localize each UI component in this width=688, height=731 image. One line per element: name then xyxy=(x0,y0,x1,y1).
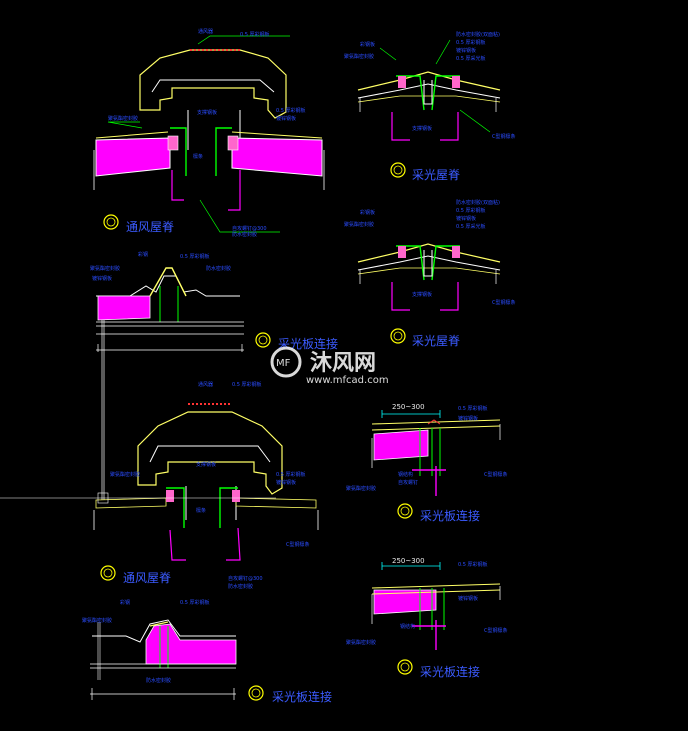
svg-text:0.5 厚彩钢板: 0.5 厚彩钢板 xyxy=(276,471,306,478)
svg-text:镀锌钢板: 镀锌钢板 xyxy=(458,415,478,422)
svg-text:镀锌钢板: 镀锌钢板 xyxy=(456,215,476,222)
detail-label: 采光板连接 xyxy=(278,336,338,351)
svg-text:聚氨酯密封胶: 聚氨酯密封胶 xyxy=(90,265,120,272)
svg-text:镀锌钢板: 镀锌钢板 xyxy=(456,47,476,54)
svg-text:檩条: 檩条 xyxy=(196,507,206,514)
detail-label: 通风屋脊 xyxy=(126,220,174,234)
watermark-name: 沐风网 xyxy=(310,351,376,376)
detail-label: 采光板连接 xyxy=(420,664,480,679)
svg-text:支撑钢板: 支撑钢板 xyxy=(412,291,432,298)
detail-label: 通风屋脊 xyxy=(123,571,171,585)
vent-ridge-detail-bottom: 通风器 0.5 厚彩钢板 聚氨酯密封胶 支撑钢板 0.5 厚彩钢板 镀锌钢板 檩… xyxy=(0,381,319,590)
svg-text:0.5 厚彩钢板: 0.5 厚彩钢板 xyxy=(180,599,210,606)
svg-text:防水密封胶: 防水密封胶 xyxy=(232,231,257,238)
svg-text:C型钢檩条: C型钢檩条 xyxy=(484,627,508,634)
svg-text:C型钢檩条: C型钢檩条 xyxy=(492,133,516,140)
svg-text:0.5 厚彩钢板: 0.5 厚彩钢板 xyxy=(232,381,262,388)
svg-text:聚氨酯密封胶: 聚氨酯密封胶 xyxy=(344,53,374,60)
svg-text:聚氨酯密封胶: 聚氨酯密封胶 xyxy=(82,617,112,624)
svg-text:支撑钢板: 支撑钢板 xyxy=(197,109,217,116)
svg-text:C型钢檩条: C型钢檩条 xyxy=(492,299,516,306)
svg-text:0.5 厚采光板: 0.5 厚采光板 xyxy=(456,223,486,230)
detail-label: 采光板连接 xyxy=(272,689,332,704)
watermark: MF 沐风网 www.mfcad.com xyxy=(270,346,389,386)
svg-text:彩钢: 彩钢 xyxy=(120,599,130,606)
svg-text:0.5 厚彩钢板: 0.5 厚彩钢板 xyxy=(456,39,486,46)
svg-text:镀锌钢板: 镀锌钢板 xyxy=(276,115,296,122)
svg-text:聚氨酯密封胶: 聚氨酯密封胶 xyxy=(346,485,376,492)
svg-text:支撑钢板: 支撑钢板 xyxy=(196,461,216,468)
detail-label: 采光屋脊 xyxy=(412,168,460,182)
detail-label: 采光板连接 xyxy=(420,508,480,523)
watermark-logo: MF xyxy=(276,358,291,369)
svg-text:0.5 厚彩钢板: 0.5 厚彩钢板 xyxy=(458,561,488,568)
skylight-ridge-detail-2: 彩钢板 聚氨酯密封胶 防水密封胶(双面粘) 0.5 厚彩钢板 镀锌钢板 0.5 … xyxy=(344,199,516,348)
svg-text:支撑钢板: 支撑钢板 xyxy=(412,125,432,132)
svg-text:自攻螺钉@300: 自攻螺钉@300 xyxy=(228,575,263,582)
svg-text:镀锌钢板: 镀锌钢板 xyxy=(92,275,112,282)
svg-text:C型钢檩条: C型钢檩条 xyxy=(286,541,310,548)
svg-text:聚氨酯密封胶: 聚氨酯密封胶 xyxy=(108,115,138,122)
svg-text:0.5 厚彩钢板: 0.5 厚彩钢板 xyxy=(456,207,486,214)
svg-text:0.5 厚彩钢板: 0.5 厚彩钢板 xyxy=(276,107,306,114)
skylight-panel-detail-right-2: 250~300 0.5 厚彩钢板 镀锌钢板 钢结构 聚氨酯密封胶 C型钢檩条 采… xyxy=(346,557,508,679)
svg-text:0.5 厚彩钢板: 0.5 厚彩钢板 xyxy=(458,405,488,412)
svg-text:防水密封胶: 防水密封胶 xyxy=(206,265,231,272)
svg-text:防水密封胶: 防水密封胶 xyxy=(228,583,253,590)
svg-text:彩钢: 彩钢 xyxy=(138,251,148,258)
detail-label: 采光屋脊 xyxy=(412,334,460,348)
vent-ridge-detail-top: 通风器 0.5 厚彩钢板 聚氨酯密封胶 支撑钢板 0.5 厚彩钢板 镀锌钢板 檩… xyxy=(93,28,325,238)
svg-text:自攻螺钉: 自攻螺钉 xyxy=(398,479,418,486)
svg-text:防水密封胶(双面粘): 防水密封胶(双面粘) xyxy=(456,31,500,38)
svg-text:彩钢板: 彩钢板 xyxy=(360,209,375,216)
svg-text:镀锌钢板: 镀锌钢板 xyxy=(458,595,478,602)
svg-text:防水密封胶(双面粘): 防水密封胶(双面粘) xyxy=(456,199,500,206)
svg-text:0.5 厚彩钢板: 0.5 厚彩钢板 xyxy=(240,31,270,38)
dimension-label: 250~300 xyxy=(392,403,425,411)
svg-text:钢结构: 钢结构 xyxy=(398,471,413,478)
svg-text:通风器: 通风器 xyxy=(198,381,213,388)
svg-text:聚氨酯密封胶: 聚氨酯密封胶 xyxy=(346,639,376,646)
watermark-url: www.mfcad.com xyxy=(306,375,389,386)
svg-text:通风器: 通风器 xyxy=(198,28,213,35)
svg-text:镀锌钢板: 镀锌钢板 xyxy=(276,479,296,486)
svg-text:钢结构: 钢结构 xyxy=(400,623,415,630)
svg-text:自攻螺钉@300: 自攻螺钉@300 xyxy=(232,225,267,232)
svg-text:0.5 厚采光板: 0.5 厚采光板 xyxy=(456,55,486,62)
svg-text:0.5 厚彩钢板: 0.5 厚彩钢板 xyxy=(180,253,210,260)
skylight-panel-detail-right-1: 250~300 0.5 厚彩钢板 镀锌钢板 钢结构 自攻螺钉 聚氨酯密封胶 C型… xyxy=(346,403,508,523)
skylight-panel-detail-bottom: 彩钢 0.5 厚彩钢板 聚氨酯密封胶 防水密封胶 采光板连接 xyxy=(82,599,332,704)
skylight-panel-detail-top: 彩钢 0.5 厚彩钢板 聚氨酯密封胶 防水密封胶 镀锌钢板 采光板连接 xyxy=(90,251,338,500)
svg-text:C型钢檩条: C型钢檩条 xyxy=(484,471,508,478)
svg-text:檩条: 檩条 xyxy=(193,153,203,160)
skylight-ridge-detail-1: 彩钢板 聚氨酯密封胶 防水密封胶(双面粘) 0.5 厚彩钢板 镀锌钢板 0.5 … xyxy=(344,31,516,182)
svg-text:防水密封胶: 防水密封胶 xyxy=(146,677,171,684)
svg-text:聚氨酯密封胶: 聚氨酯密封胶 xyxy=(344,221,374,228)
svg-text:聚氨酯密封胶: 聚氨酯密封胶 xyxy=(110,471,140,478)
dimension-label: 250~300 xyxy=(392,557,425,565)
svg-text:彩钢板: 彩钢板 xyxy=(360,41,375,48)
